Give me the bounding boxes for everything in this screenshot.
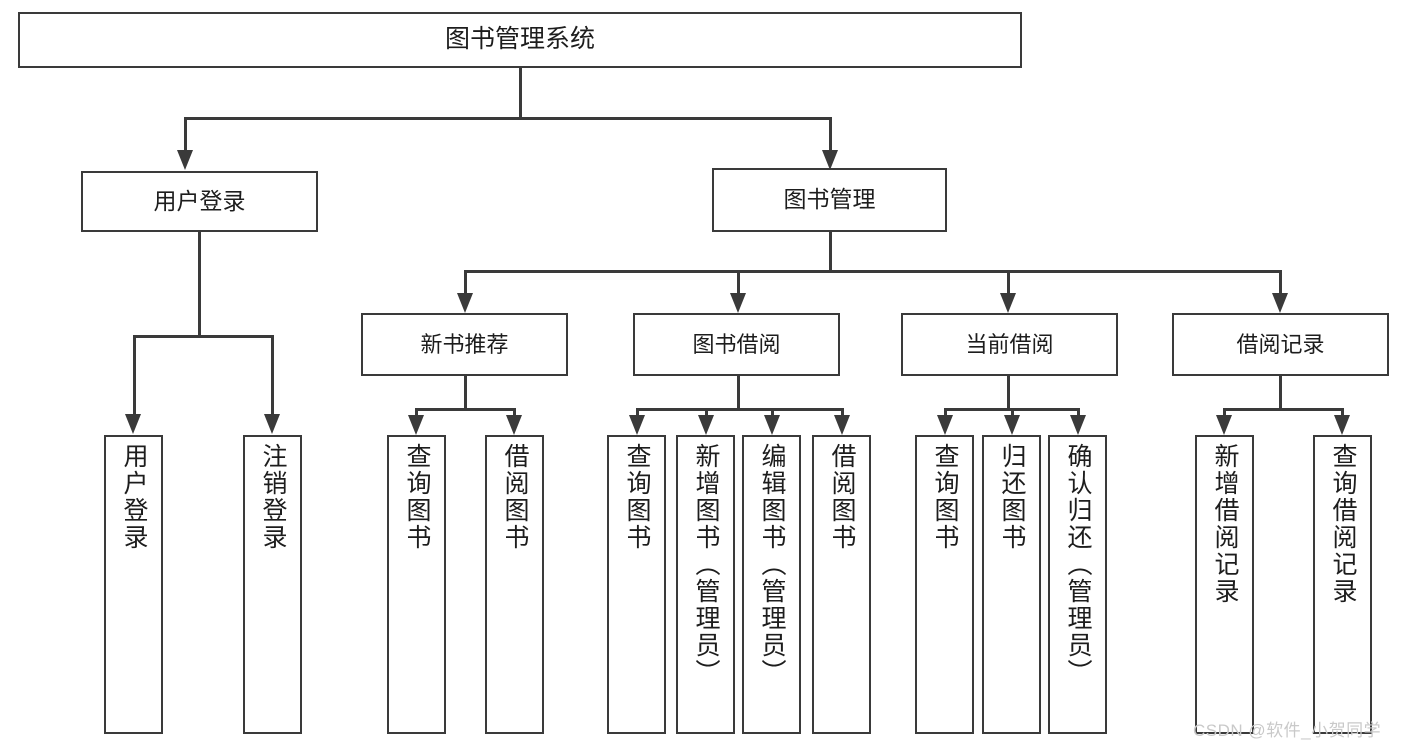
edge-book-borrow-child-3	[771, 408, 774, 418]
arrow-to-current-borrow	[1000, 293, 1016, 313]
arrow-to-book-borrow	[730, 293, 746, 313]
node-label: 用户登录	[120, 443, 148, 551]
edge-borrow-record-bar	[1223, 408, 1342, 411]
node-label: 编辑图书（管理员）	[758, 443, 786, 686]
leaf-record-add[interactable]: 新增借阅记录	[1195, 435, 1254, 734]
arrow-book-borrow-child-1	[629, 415, 645, 435]
node-label: 新增借阅记录	[1211, 443, 1239, 605]
node-label: 当前借阅	[965, 331, 1054, 357]
edge-borrow-record-stem	[1279, 376, 1282, 410]
arrow-to-borrow-record	[1272, 293, 1288, 313]
leaf-borrow-borrow-book[interactable]: 借阅图书	[812, 435, 871, 734]
edge-current-borrow-child-2	[1011, 408, 1014, 418]
edge-book-borrow-child-4	[841, 408, 844, 418]
edge-book-borrow-child-1	[636, 408, 639, 418]
node-current-borrow[interactable]: 当前借阅	[901, 313, 1118, 376]
leaf-user-login[interactable]: 用户登录	[104, 435, 163, 734]
node-user-login[interactable]: 用户登录	[81, 171, 318, 232]
edge-current-borrow-child-3	[1077, 408, 1080, 418]
arrow-user-login-child-2	[264, 414, 280, 434]
edge-current-borrow-child-1	[944, 408, 947, 418]
edge-new-book-child-2	[513, 408, 516, 418]
node-new-book-recommend[interactable]: 新书推荐	[361, 313, 568, 376]
edge-to-new-book	[464, 270, 467, 296]
edge-user-login-stem	[198, 232, 201, 337]
arrow-to-book-management	[822, 150, 838, 170]
edge-book-borrow-child-2	[705, 408, 708, 418]
node-label: 查询图书	[623, 443, 651, 551]
edge-user-login-child-1	[133, 335, 136, 417]
edge-borrow-record-child-2	[1341, 408, 1344, 418]
edge-new-book-bar	[415, 408, 514, 411]
node-label: 借阅图书	[501, 443, 529, 551]
node-label: 注销登录	[259, 443, 287, 551]
node-label: 图书管理	[783, 186, 876, 213]
edge-current-borrow-stem	[1007, 376, 1010, 410]
node-borrow-record[interactable]: 借阅记录	[1172, 313, 1389, 376]
node-root-book-management-system[interactable]: 图书管理系统	[18, 12, 1022, 68]
node-label: 查询图书	[403, 443, 431, 551]
leaf-new-book-borrow[interactable]: 借阅图书	[485, 435, 544, 734]
edge-to-user-login	[184, 117, 187, 153]
leaf-current-query-book[interactable]: 查询图书	[915, 435, 974, 734]
arrow-user-login-child-1	[125, 414, 141, 434]
node-label: 查询借阅记录	[1329, 443, 1357, 605]
edge-user-login-child-2	[271, 335, 274, 417]
edge-borrow-record-child-1	[1223, 408, 1226, 418]
edge-user-login-bar	[133, 335, 272, 338]
edge-root-stem	[519, 68, 522, 118]
edge-level3-bar	[464, 270, 1280, 273]
edge-book-borrow-bar	[636, 408, 842, 411]
node-label: 确认归还（管理员）	[1064, 443, 1092, 686]
node-label: 新增图书（管理员）	[692, 443, 720, 686]
leaf-borrow-edit-book-admin[interactable]: 编辑图书（管理员）	[742, 435, 801, 734]
leaf-new-book-query[interactable]: 查询图书	[387, 435, 446, 734]
edge-to-borrow-record	[1279, 270, 1282, 296]
edge-book-borrow-stem	[737, 376, 740, 410]
arrow-to-user-login	[177, 150, 193, 170]
leaf-current-confirm-return-admin[interactable]: 确认归还（管理员）	[1048, 435, 1107, 734]
arrow-current-borrow-child-2	[1004, 415, 1020, 435]
node-label: 新书推荐	[420, 331, 509, 357]
leaf-borrow-add-book-admin[interactable]: 新增图书（管理员）	[676, 435, 735, 734]
leaf-user-logout[interactable]: 注销登录	[243, 435, 302, 734]
arrow-new-book-child-2	[506, 415, 522, 435]
node-label: 借阅图书	[828, 443, 856, 551]
edge-new-book-stem	[464, 376, 467, 410]
node-label: 用户登录	[153, 187, 246, 214]
leaf-current-return-book[interactable]: 归还图书	[982, 435, 1041, 734]
arrow-book-borrow-child-2	[698, 415, 714, 435]
edge-to-current-borrow	[1007, 270, 1010, 296]
node-label: 归还图书	[998, 443, 1026, 551]
arrow-borrow-record-child-1	[1216, 415, 1232, 435]
arrow-new-book-child-1	[408, 415, 424, 435]
edge-to-book-management	[829, 117, 832, 153]
node-book-management[interactable]: 图书管理	[712, 168, 947, 232]
node-book-borrow[interactable]: 图书借阅	[633, 313, 840, 376]
node-label: 查询图书	[931, 443, 959, 551]
edge-to-book-borrow	[737, 270, 740, 296]
node-label: 图书管理系统	[444, 25, 595, 54]
arrow-to-new-book	[457, 293, 473, 313]
leaf-borrow-query-book[interactable]: 查询图书	[607, 435, 666, 734]
arrow-current-borrow-child-1	[937, 415, 953, 435]
arrow-current-borrow-child-3	[1070, 415, 1086, 435]
edge-level2-bar	[184, 117, 832, 120]
node-label: 借阅记录	[1236, 331, 1325, 357]
leaf-record-query[interactable]: 查询借阅记录	[1313, 435, 1372, 734]
edge-new-book-child-1	[415, 408, 418, 418]
csdn-watermark: CSDN @软件_小贺同学	[1193, 721, 1382, 740]
arrow-book-borrow-child-4	[834, 415, 850, 435]
arrow-borrow-record-child-2	[1334, 415, 1350, 435]
edge-book-management-stem	[829, 232, 832, 272]
arrow-book-borrow-child-3	[764, 415, 780, 435]
node-label: 图书借阅	[692, 331, 781, 357]
